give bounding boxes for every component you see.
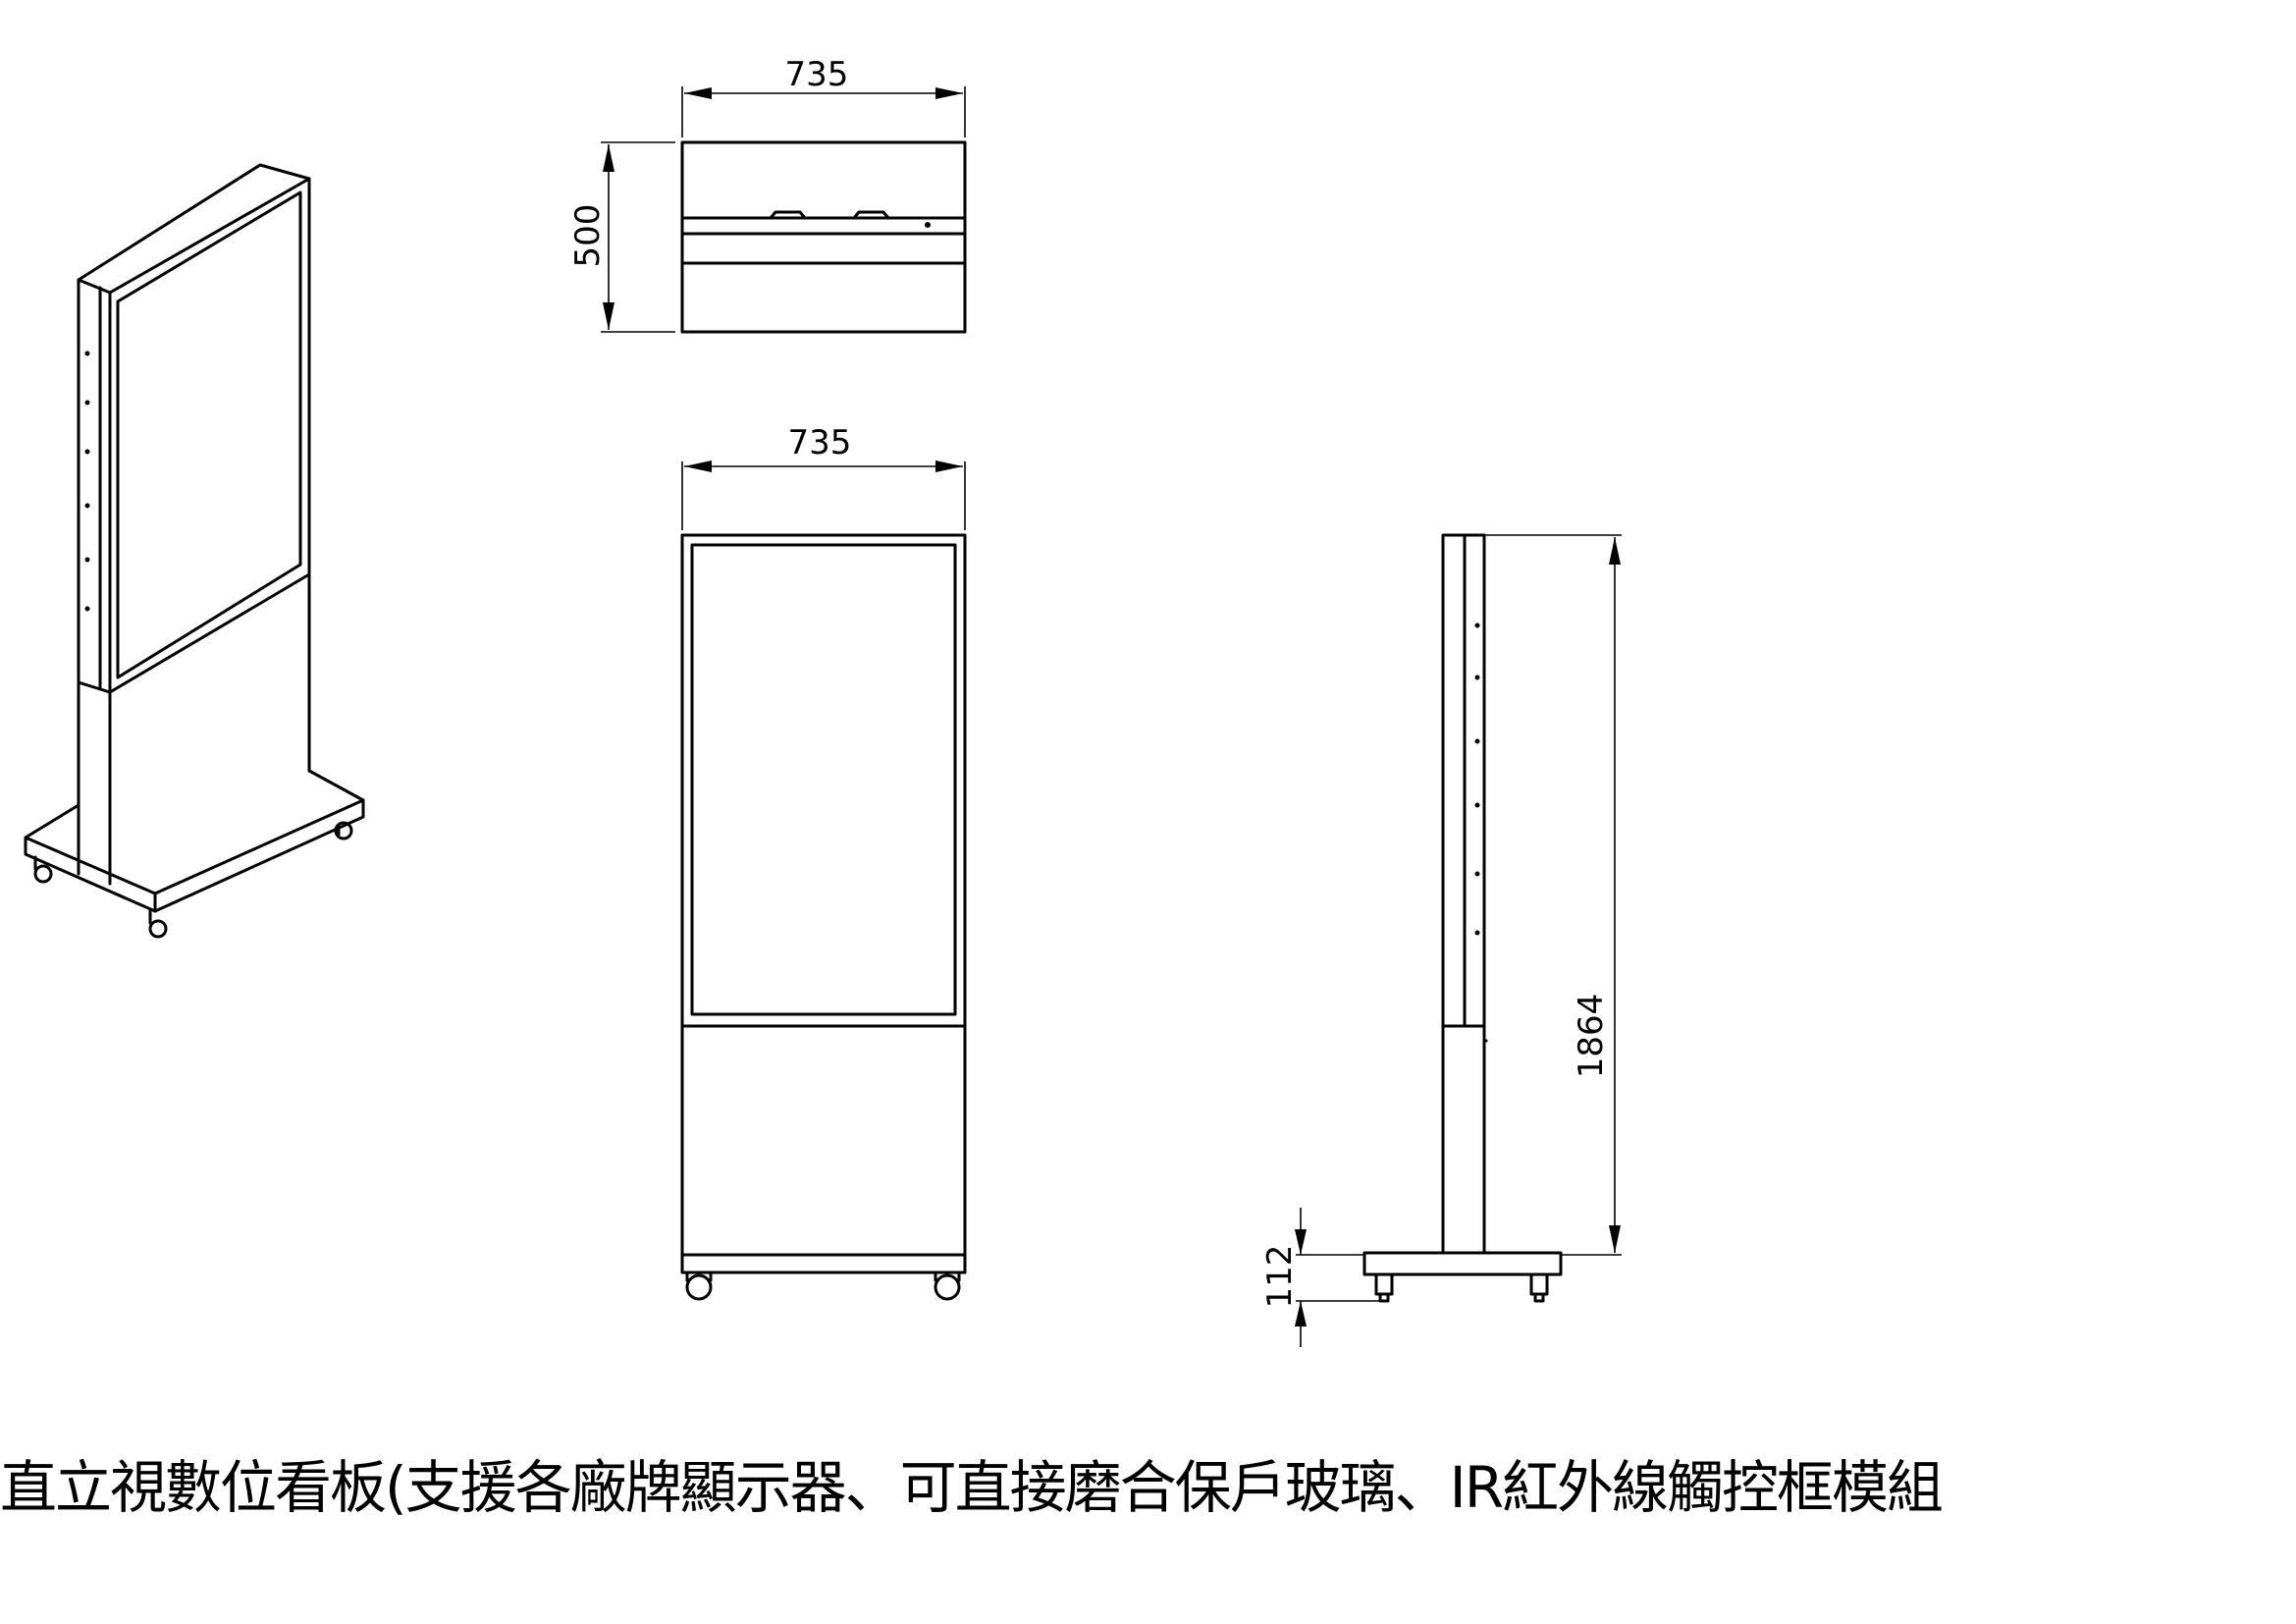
iso-casters: [33, 821, 353, 939]
iso-base-plate: [24, 769, 365, 913]
side-screws: [1474, 623, 1480, 936]
iso-cabinet: [77, 572, 311, 886]
side-view: [1362, 533, 1563, 1303]
dim-base-height-label: 112: [1260, 1245, 1300, 1309]
dimension-front-width: 735: [681, 423, 966, 530]
dimension-top-depth: 500: [568, 141, 675, 333]
iso-side-screws: [84, 351, 90, 612]
side-casters: [1374, 1272, 1549, 1303]
iso-display-frame: [77, 163, 311, 694]
front-casters: [685, 1271, 961, 1301]
dimension-base-height: 112: [1260, 1208, 1379, 1347]
dimension-height: 1864: [1484, 534, 1622, 1256]
top-view: [680, 140, 967, 334]
dim-front-width-label: 735: [788, 423, 852, 462]
caption: 直立視數位看板(支援各廠牌顯示器、可直接磨合保戶玻璃、IR紅外線觸控框模組: [0, 1454, 1944, 1520]
dim-top-width-label: 735: [785, 55, 849, 94]
technical-drawing: 735 500 735: [24, 55, 1622, 1347]
front-view: [680, 533, 967, 1301]
dimension-top-width: 735: [681, 55, 966, 137]
dim-height-label: 1864: [1572, 994, 1611, 1079]
isometric-view: [24, 163, 365, 939]
dim-top-depth-label: 500: [568, 204, 608, 268]
